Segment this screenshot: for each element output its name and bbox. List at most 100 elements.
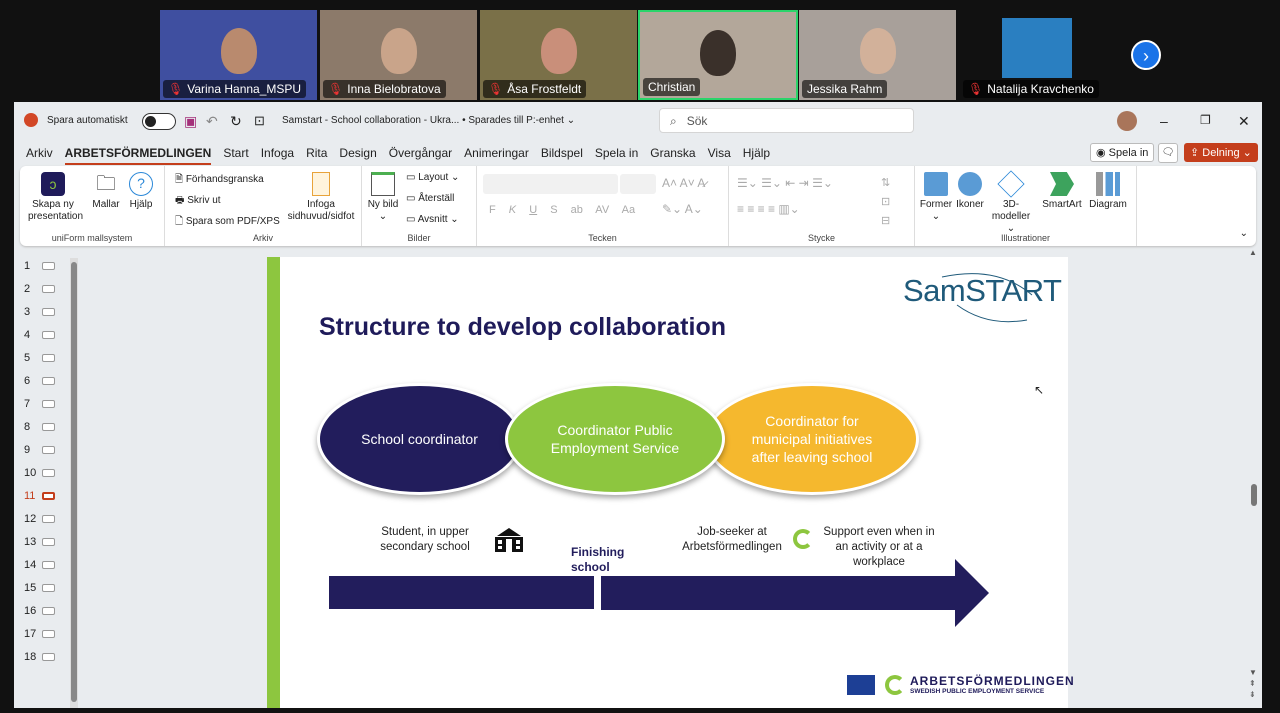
slide-preview-icon (42, 561, 55, 569)
slide-thumbnail[interactable]: 16 (24, 605, 55, 617)
search-input[interactable]: ⌕ Sök (659, 108, 914, 133)
slide-preview-icon (42, 584, 55, 592)
collapse-ribbon-icon[interactable]: ⌄ (1239, 228, 1248, 239)
slide-thumbnail[interactable]: 8 (24, 421, 55, 433)
help-icon: ? (129, 172, 153, 196)
present-icon[interactable]: ⊡ (254, 113, 265, 128)
tab-rita[interactable]: Rita (306, 146, 328, 160)
vertical-scrollbar[interactable]: ▲ ▼⇞⇟ (1249, 248, 1257, 699)
templates-button[interactable]: 🗀Mallar (92, 173, 120, 210)
font-grow-shrink-icons[interactable]: A˄ A˅ A̷ (662, 176, 706, 190)
slide-thumbnail[interactable]: 13 (24, 536, 55, 548)
preview-button[interactable]: 🗎 Förhandsgranska (175, 174, 264, 185)
help-button[interactable]: ?Hjälp (126, 172, 156, 211)
font-size-select[interactable] (620, 174, 656, 194)
slide-thumbnail[interactable]: 1 (24, 260, 55, 272)
participant-tile[interactable]: 🎙︎Natalija Kravchenko (960, 10, 1117, 100)
tab-arbetsformedlingen[interactable]: ARBETSFÖRMEDLINGEN (64, 146, 212, 165)
participant-tile-active-speaker[interactable]: Christian (638, 10, 798, 100)
section-button[interactable]: ▭ Avsnitt ⌄ (406, 214, 459, 225)
undo-icon[interactable]: ↶ (206, 113, 218, 129)
scroll-thumb[interactable] (1251, 484, 1257, 506)
mouse-cursor: ↖ (1034, 383, 1045, 397)
tab-hjalp[interactable]: Hjälp (742, 146, 771, 160)
list-buttons[interactable]: ☰⌄ ☰⌄ ⇤ ⇥ ☰⌄ (737, 176, 833, 190)
print-button[interactable]: 🖶 Skriv ut (175, 195, 221, 206)
participant-tile[interactable]: Jessika Rahm (799, 10, 956, 100)
3d-models-button[interactable]: 3D-modeller ⌄ (987, 170, 1035, 235)
tab-spela-in[interactable]: Spela in (594, 146, 639, 160)
save-pdf-button[interactable]: 🗋 Spara som PDF/XPS (175, 216, 280, 227)
slide-thumbnail[interactable]: 14 (24, 559, 55, 571)
layout-button[interactable]: ▭ Layout ⌄ (406, 172, 460, 183)
slide-thumbnail[interactable]: 10 (24, 467, 55, 479)
slide-thumbnail[interactable]: 15 (24, 582, 55, 594)
new-slide-button[interactable]: Ny bild ⌄ (366, 172, 400, 223)
participant-tile[interactable]: 🎙︎Inna Bielobratova (320, 10, 477, 100)
smartart-button[interactable]: SmartArt (1039, 172, 1085, 211)
user-avatar[interactable] (1117, 111, 1137, 131)
slide-nav-icons[interactable]: ▼⇞⇟ (1249, 668, 1257, 699)
record-button[interactable]: ◉ Spela in (1090, 143, 1155, 162)
participant-name: Christian (648, 80, 696, 94)
slide-thumbnail[interactable]: 3 (24, 306, 55, 318)
slide-thumbnail[interactable]: 4 (24, 329, 55, 341)
insert-header-footer-button[interactable]: Infoga sidhuvud/sidfot (283, 172, 359, 223)
tab-arkiv[interactable]: Arkiv (26, 146, 53, 160)
ellipse-coordinator-municipal: Coordinator for municipal initiatives af… (705, 383, 919, 495)
autosave-toggle[interactable] (142, 113, 176, 130)
reset-button[interactable]: ▭ Återställ (406, 193, 455, 204)
tab-bildspel[interactable]: Bildspel (540, 146, 583, 160)
slide-thumbnail[interactable]: 2 (24, 283, 55, 295)
restore-button[interactable]: ❐ (1200, 113, 1211, 127)
search-icon: ⌕ (670, 114, 681, 128)
redo-icon[interactable]: ↻ (230, 113, 242, 129)
next-participants-button[interactable]: › (1131, 40, 1161, 70)
chart-button[interactable]: Diagram (1085, 172, 1131, 211)
slide-preview-icon (42, 285, 55, 293)
text-direction-buttons[interactable]: ⇅⊡⊟ (881, 177, 891, 227)
slide-thumbnail[interactable]: 9 (24, 444, 55, 456)
font-color-icons[interactable]: ✎⌄ A⌄ (662, 202, 703, 216)
slide-thumbnail[interactable]: 11 (24, 490, 55, 502)
slide-thumbnail[interactable]: 5 (24, 352, 55, 364)
share-button[interactable]: ⇪ Delning ⌄ (1184, 143, 1258, 162)
save-icon[interactable]: ▣ (184, 113, 198, 129)
timeline-arrow (601, 559, 989, 627)
tab-visa[interactable]: Visa (707, 146, 731, 160)
comments-button[interactable]: 🗨︎ (1158, 143, 1178, 163)
document-title[interactable]: Samstart - School collaboration - Ukra..… (282, 115, 576, 126)
tab-overgangar[interactable]: Övergångar (388, 146, 453, 160)
tab-animeringar[interactable]: Animeringar (464, 146, 529, 160)
icons-button[interactable]: Ikoner (955, 172, 985, 211)
shapes-button[interactable]: Former⌄ (919, 172, 953, 223)
font-format-buttons[interactable]: F K U S ab AV Aa (489, 204, 636, 216)
slide-thumbnail[interactable]: 18 (24, 651, 55, 663)
slide-number: 13 (24, 536, 37, 548)
slide-thumbnail[interactable]: 6 (24, 375, 55, 387)
thumbnail-scrollbar[interactable] (71, 262, 77, 702)
slide-preview-icon (42, 354, 55, 362)
footer-subtitle: SWEDISH PUBLIC EMPLOYMENT SERVICE (910, 688, 1045, 695)
close-button[interactable]: ✕ (1238, 113, 1250, 129)
slide-number: 16 (24, 605, 37, 617)
participant-tile[interactable]: 🎙︎Varina Hanna_MSPU (160, 10, 317, 100)
tab-infoga[interactable]: Infoga (260, 146, 295, 160)
slide-number: 9 (24, 444, 31, 456)
align-buttons[interactable]: ≡ ≡ ≡ ≡ ▥⌄ (737, 202, 800, 216)
slide-number: 3 (24, 306, 31, 318)
minimize-button[interactable]: – (1160, 113, 1168, 129)
slide-preview-icon (42, 538, 55, 546)
tab-design[interactable]: Design (339, 146, 377, 160)
slide-thumbnail[interactable]: 17 (24, 628, 55, 640)
tab-start[interactable]: Start (223, 146, 249, 160)
font-family-select[interactable] (483, 174, 618, 194)
arbetsformedlingen-logo-icon: ↄ (41, 172, 65, 196)
slide-canvas[interactable]: SamSTART Structure to develop collaborat… (267, 257, 1074, 708)
participant-tile[interactable]: 🎙︎Åsa Frostfeldt (480, 10, 637, 100)
tab-granska[interactable]: Granska (650, 146, 696, 160)
slide-thumbnail[interactable]: 7 (24, 398, 55, 410)
slide-thumbnail[interactable]: 12 (24, 513, 55, 525)
